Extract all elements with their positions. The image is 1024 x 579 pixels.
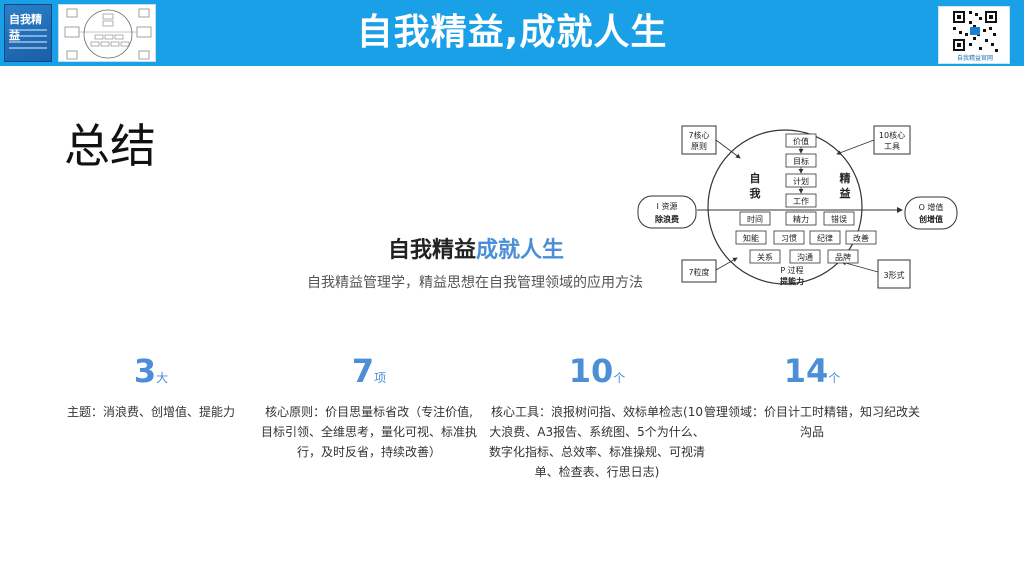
stat-domains-unit: 个 [828, 371, 841, 385]
diagram-input-box [637, 195, 697, 229]
diagram-core-principles-line2: 原则 [691, 141, 707, 151]
flow-value: 价值 [793, 136, 809, 146]
stat-themes: 3大 主题：消浪费、创增值、提能力 [36, 352, 266, 422]
diagram-circle [707, 129, 863, 285]
headline: 自我精益成就人生 [300, 232, 652, 264]
diagram-row-1: 时间 精力 错误 [739, 211, 855, 226]
section-title: 总结 [64, 119, 156, 173]
stat-tools-number: 10 [568, 352, 614, 390]
diagram-granularity-box [681, 259, 717, 283]
row1-errors: 错误 [831, 214, 847, 224]
diagram-output-graphic: O 增值 创增值 [904, 196, 958, 230]
row3-brand: 品牌 [835, 252, 851, 262]
flow-plan: 计划 [793, 176, 809, 186]
diagram-core-tools-line1: 10核心 [879, 130, 905, 140]
qr-code-graphic [951, 9, 999, 53]
header-banner [0, 0, 1024, 66]
diagram-forms-box [877, 259, 911, 289]
diagram-process-label: P 过程 [780, 265, 803, 275]
diagram-lean-char2: 益 [840, 186, 851, 200]
stat-themes-number: 3 [133, 352, 157, 390]
row3-relations: 关系 [757, 252, 773, 262]
row1-energy: 精力 [793, 214, 809, 224]
diagram-input-sub: 除浪费 [655, 214, 679, 224]
diagram-granularity-label: 7粒度 [688, 267, 709, 277]
qr-caption: 自我精益官网 [956, 55, 993, 62]
flow-goal: 目标 [793, 156, 809, 166]
diagram-output-box: O 增值 创增值 [904, 196, 958, 230]
diagram-forms-label: 3形式 [883, 270, 904, 280]
book-cover-title: 自我精益 [9, 13, 42, 42]
row2-discipline: 纪律 [817, 233, 833, 243]
stat-themes-unit: 大 [156, 371, 169, 385]
row2-habits: 习惯 [781, 233, 797, 243]
stat-themes-description: 主题：消浪费、创增值、提能力 [66, 405, 235, 419]
row2-knowledge: 知能 [743, 233, 759, 243]
diagram-thumbnail-graphic [64, 8, 152, 60]
book-cover-thumbnail: 自我精益 [4, 4, 52, 62]
row1-time: 时间 [747, 214, 763, 224]
row3-communication: 沟通 [797, 252, 813, 262]
diagram-input-label: I 资源 [657, 201, 678, 211]
stat-tools-description: 核心工具：浪报树问指、效标单检志(10大浪费、A3报告、系统图、5个为什么、数字… [488, 405, 705, 479]
stat-principles: 7项 核心原则：价目思量标省改（专注价值,目标引领、全维思考，量化可视、标准执行… [254, 352, 484, 462]
diagram-row-2: 知能 习惯 纪律 改善 [735, 230, 877, 245]
stat-principles-unit: 项 [374, 371, 387, 385]
book-cover-decoration [9, 29, 47, 53]
diagram-self-char1: 自 [750, 171, 761, 185]
diagram-thumbnail [58, 4, 156, 62]
headline-subtitle: 自我精益管理学，精益思想在自我管理领域的应用方法 [307, 275, 643, 291]
stat-domains-number: 14 [783, 352, 829, 390]
diagram-core-principles-line1: 7核心 [688, 130, 709, 140]
headline-part-main: 自我精益 [387, 238, 476, 263]
stat-principles-description: 核心原则：价目思量标省改（专注价值,目标引领、全维思考，量化可视、标准执行，及时… [260, 405, 477, 459]
diagram-core-tools-line2: 工具 [884, 142, 900, 151]
diagram-output-sub: 创增值 [918, 214, 943, 224]
flow-work: 工作 [793, 196, 809, 206]
stat-principles-number: 7 [351, 352, 375, 390]
diagram-lean-char1: 精 [840, 171, 851, 185]
diagram-core-principles-box [681, 125, 717, 155]
qr-code: 自我精益官网 [938, 6, 1010, 64]
banner-title: 自我精益,成就人生 [356, 12, 668, 53]
diagram-output-label: O 增值 [919, 202, 944, 212]
lean-diagram-graphic: I 资源 除浪费 7核心 原则 10核心 工具 7粒度 3形式 自 我 精 益 … [637, 125, 911, 289]
lean-diagram: I 资源 除浪费 7核心 原则 10核心 工具 7粒度 3形式 自 我 精 益 … [632, 110, 928, 300]
stat-domains-description: 管理领域：价目计工时精错，知习纪改关沟品 [703, 405, 920, 439]
headline-part-accent: 成就人生 [476, 238, 565, 263]
diagram-core-tools-box [873, 125, 911, 155]
diagram-self-char2: 我 [750, 186, 761, 200]
stat-tools: 10个 核心工具：浪报树问指、效标单检志(10大浪费、A3报告、系统图、5个为什… [482, 352, 712, 482]
stat-domains: 14个 管理领域：价目计工时精错，知习纪改关沟品 [697, 352, 927, 442]
row2-improve: 改善 [853, 233, 869, 243]
diagram-row-3: 关系 沟通 品牌 [749, 249, 859, 264]
diagram-process-sub: 提能力 [780, 276, 804, 286]
stat-tools-unit: 个 [613, 371, 626, 385]
diagram-flow: 价值 目标 计划 工作 [785, 133, 817, 208]
